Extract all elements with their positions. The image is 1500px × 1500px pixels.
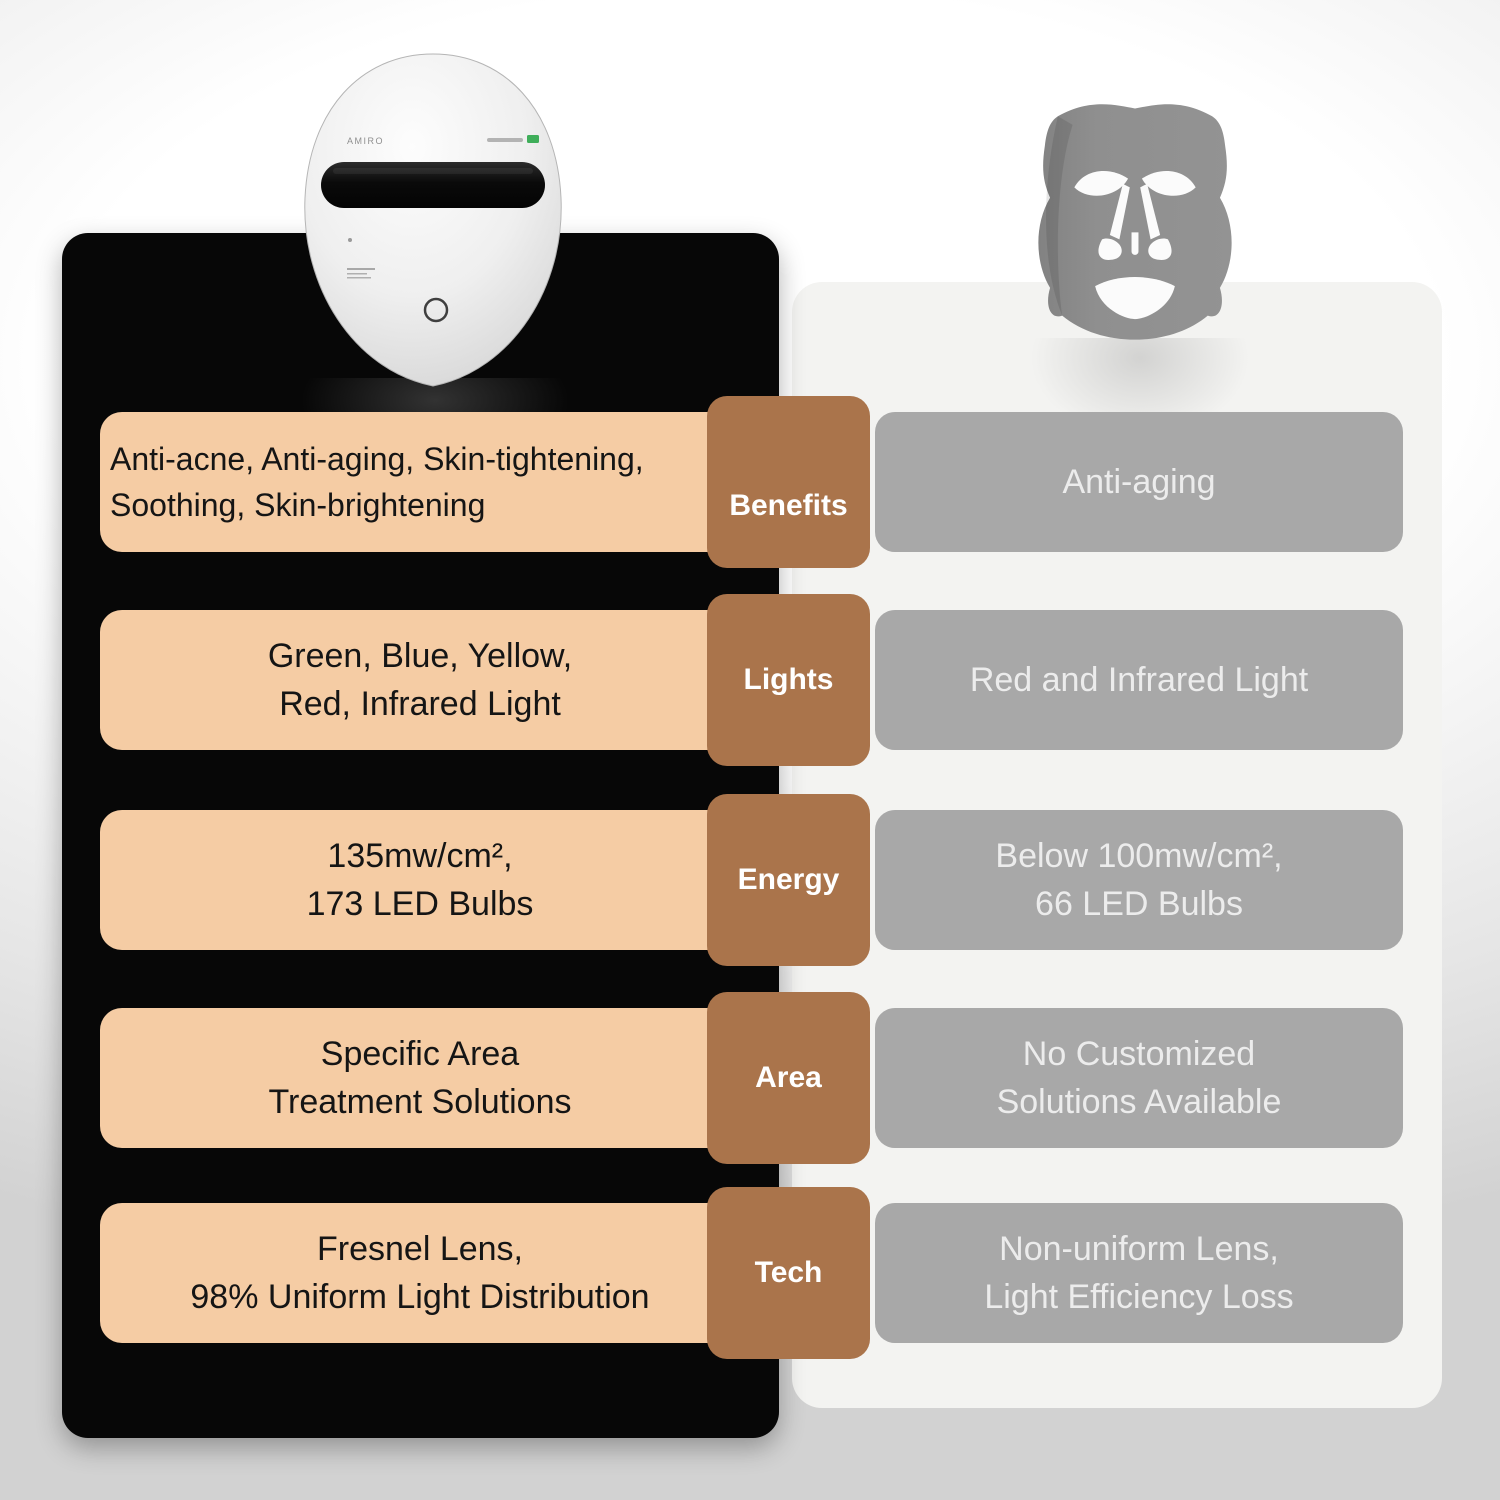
competitor-feature-cell: Red and Infrared Light bbox=[875, 610, 1403, 750]
mask-sensor-dot bbox=[348, 238, 352, 242]
category-label: Lights bbox=[743, 663, 834, 696]
feature-text-line: Green, Blue, Yellow, bbox=[267, 637, 573, 675]
mask-fine-print-line bbox=[347, 268, 375, 270]
category-label: Tech bbox=[754, 1256, 823, 1289]
feature-text: Below 100mw/cm², 66 LED Bulbs bbox=[875, 832, 1403, 928]
competitor-mask-image bbox=[1038, 104, 1232, 340]
mask-model-text-mark bbox=[487, 138, 523, 142]
mask-fine-print-line bbox=[347, 273, 367, 275]
feature-text-line: Soothing, Skin-brightening bbox=[110, 487, 486, 523]
category-label: Benefits bbox=[729, 489, 848, 522]
feature-text: Red and Infrared Light bbox=[875, 656, 1403, 704]
mask-fine-print-line bbox=[347, 277, 371, 279]
feature-text-line: Non-uniform Lens, bbox=[999, 1230, 1279, 1268]
competitor-feature-cell: Anti-aging bbox=[875, 412, 1403, 552]
mask-power-button bbox=[423, 297, 449, 323]
feature-text-line: 98% Uniform Light Distribution bbox=[190, 1278, 650, 1316]
category-label-badge: Benefits bbox=[707, 396, 870, 568]
mask-shell bbox=[304, 53, 562, 387]
product-feature-cell: 135mw/cm², 173 LED Bulbs bbox=[100, 810, 740, 950]
mask-indicator-chip bbox=[527, 135, 539, 143]
nostril-cutout-left bbox=[1098, 238, 1122, 260]
category-label: Area bbox=[755, 1061, 822, 1094]
feature-text: Green, Blue, Yellow, Red, Infrared Light bbox=[100, 632, 740, 728]
product-mask-image: AMIRO bbox=[304, 53, 562, 387]
category-label: Energy bbox=[737, 863, 840, 896]
product-feature-cell: Fresnel Lens, 98% Uniform Light Distribut… bbox=[100, 1203, 740, 1343]
nose-cutout bbox=[1140, 183, 1161, 240]
nose-cutout bbox=[1131, 232, 1139, 255]
feature-text: Non-uniform Lens, Light Efficiency Loss bbox=[875, 1225, 1403, 1321]
competitor-feature-cell: Non-uniform Lens, Light Efficiency Loss bbox=[875, 1203, 1403, 1343]
category-label-badge: Energy bbox=[707, 794, 870, 966]
category-label-badge: Area bbox=[707, 992, 870, 1164]
feature-text: Anti-aging bbox=[875, 458, 1403, 506]
feature-text-line: Red and Infrared Light bbox=[969, 661, 1309, 699]
category-label-badge: Lights bbox=[707, 594, 870, 766]
competitor-mask-shading bbox=[1046, 116, 1073, 316]
mouth-cutout bbox=[1095, 277, 1175, 320]
feature-text: Anti-acne, Anti-aging, Skin-tightening, S… bbox=[110, 436, 740, 528]
feature-row: Fresnel Lens, 98% Uniform Light Distribut… bbox=[0, 1187, 1500, 1359]
feature-text-line: 66 LED Bulbs bbox=[1035, 885, 1243, 923]
nose-cutout bbox=[1109, 183, 1130, 240]
feature-text-line: Solutions Available bbox=[996, 1083, 1282, 1121]
feature-row: Anti-acne, Anti-aging, Skin-tightening, S… bbox=[0, 396, 1500, 568]
feature-text-line: Anti-aging bbox=[1062, 463, 1216, 501]
category-label-badge: Tech bbox=[707, 1187, 870, 1359]
feature-text-line: Treatment Solutions bbox=[268, 1083, 572, 1121]
competitor-feature-cell: Below 100mw/cm², 66 LED Bulbs bbox=[875, 810, 1403, 950]
product-feature-cell: Green, Blue, Yellow, Red, Infrared Light bbox=[100, 610, 740, 750]
feature-text: Fresnel Lens, 98% Uniform Light Distribut… bbox=[100, 1225, 740, 1321]
feature-text-line: 173 LED Bulbs bbox=[306, 885, 534, 923]
feature-text: 135mw/cm², 173 LED Bulbs bbox=[100, 832, 740, 928]
product-feature-cell: Anti-acne, Anti-aging, Skin-tightening, S… bbox=[100, 412, 740, 552]
feature-text-line: 135mw/cm², bbox=[327, 837, 513, 875]
mask-visor bbox=[321, 162, 545, 208]
feature-text-line: Below 100mw/cm², bbox=[995, 837, 1283, 875]
mask-brand-text: AMIRO bbox=[347, 136, 384, 146]
eye-cutout-left bbox=[1074, 170, 1129, 196]
feature-text-line: Red, Infrared Light bbox=[279, 685, 561, 723]
feature-text-line: Specific Area bbox=[320, 1035, 520, 1073]
feature-text-line: Anti-acne, Anti-aging, Skin-tightening, bbox=[110, 441, 644, 477]
feature-text-line: No Customized bbox=[1022, 1035, 1256, 1073]
feature-row: 135mw/cm², 173 LED Bulbs Below 100mw/cm², 6… bbox=[0, 794, 1500, 966]
visor-highlight bbox=[333, 168, 533, 174]
feature-row: Green, Blue, Yellow, Red, Infrared Light R… bbox=[0, 594, 1500, 766]
eye-cutout-right bbox=[1141, 170, 1196, 196]
feature-text-line: Fresnel Lens, bbox=[317, 1230, 523, 1268]
feature-text-line: Light Efficiency Loss bbox=[984, 1278, 1294, 1316]
competitor-mask-body bbox=[1038, 104, 1232, 340]
nostril-cutout-right bbox=[1148, 238, 1172, 260]
